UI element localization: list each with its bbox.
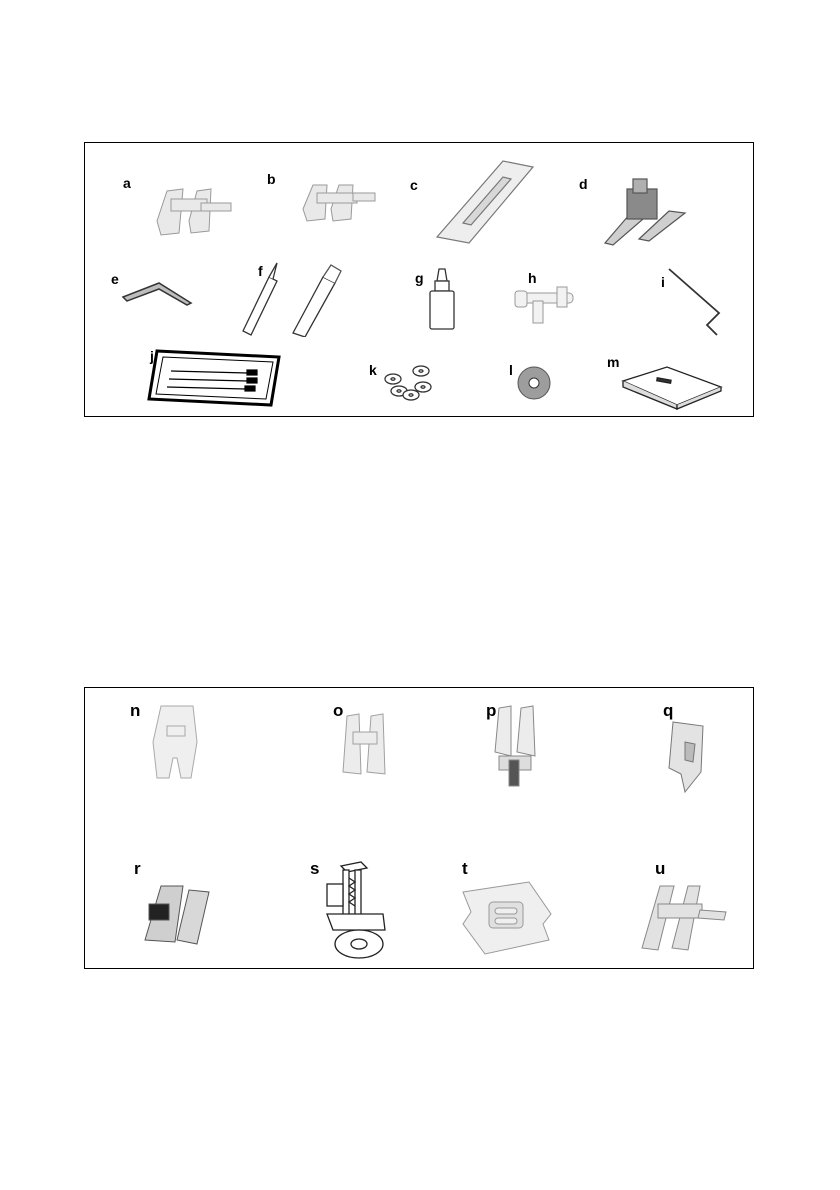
needle-plate-icon	[433, 157, 537, 245]
item-label-r: r	[134, 860, 141, 877]
open-toe-foot-icon	[335, 706, 393, 778]
quilting-presser-foot-icon	[599, 175, 689, 247]
item-label-t: t	[462, 860, 468, 877]
item-label-k: k	[369, 363, 377, 377]
presser-feet-panel: n o p q r s	[84, 687, 754, 969]
hex-key-icon	[665, 265, 735, 339]
non-stick-foot-icon	[459, 880, 555, 958]
item-label-c: c	[410, 178, 418, 192]
cover-plate-icon	[617, 361, 727, 411]
needle-pack-icon	[147, 349, 281, 407]
item-label-l: l	[509, 363, 513, 377]
item-label-b: b	[267, 172, 276, 186]
item-label-u: u	[655, 860, 665, 877]
item-label-d: d	[579, 177, 588, 191]
buttonhole-foot-icon	[663, 716, 711, 796]
accessories-panel: a b c d e f g	[84, 142, 754, 417]
presser-foot-icon	[297, 179, 383, 223]
zipper-foot-icon	[485, 702, 545, 790]
item-label-n: n	[130, 702, 140, 719]
item-label-e: e	[111, 272, 119, 286]
satin-stitch-foot-icon	[147, 702, 205, 782]
open-toe-presser-foot-icon	[149, 181, 239, 239]
spool-holder-icon	[513, 283, 579, 325]
item-label-a: a	[123, 176, 131, 190]
item-label-g: g	[415, 271, 424, 285]
bobbins-icon	[383, 361, 435, 401]
spool-cap-icon	[516, 365, 552, 401]
blind-hem-foot-icon	[139, 882, 213, 946]
oil-bottle-icon	[427, 267, 457, 331]
edge-guide-icon	[121, 281, 193, 307]
seam-ripper-and-brush-icon	[237, 261, 367, 337]
edge-joining-foot-icon	[638, 882, 730, 952]
darning-foot-icon	[319, 858, 393, 962]
